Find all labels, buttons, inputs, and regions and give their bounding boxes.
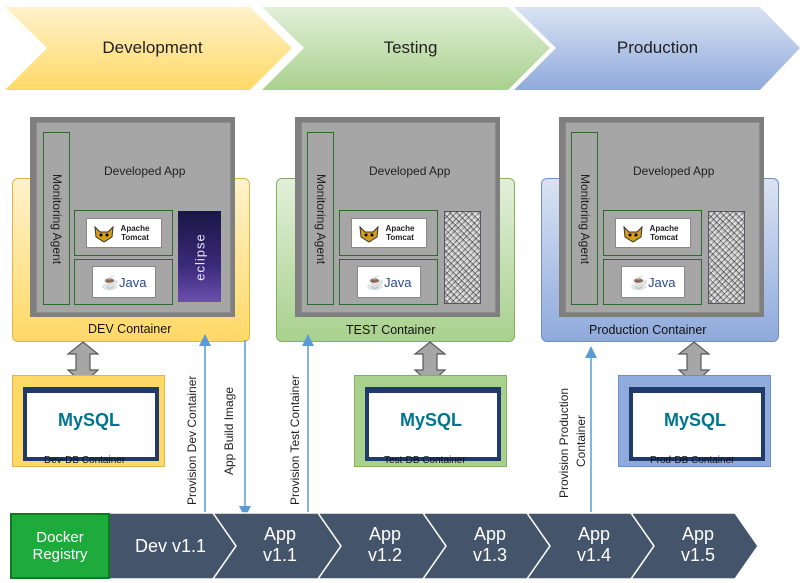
test-java-logo: ☕ Java <box>357 266 421 298</box>
dev-tomcat-logo: Apache Tomcat <box>86 218 162 248</box>
provision-test-label: Provision Test Container <box>288 375 302 505</box>
timeline-seg-v15 <box>629 512 759 580</box>
test-mysql-logo: MySQL <box>372 398 490 442</box>
prod-app-title: Developed App <box>633 164 715 178</box>
prod-db-label: Prod-DB Container <box>650 455 735 466</box>
tomcat-icon <box>623 225 643 243</box>
prod-container-label: Production Container <box>589 323 707 337</box>
dev-java-logo: ☕ Java <box>92 266 156 298</box>
provision-arrows <box>199 334 597 518</box>
stage-development: Development <box>102 38 203 57</box>
stage-chevrons <box>5 7 800 90</box>
prod-tomcat-logo: Apache Tomcat <box>615 218 691 248</box>
prod-monitoring-agent: Monitoring Agent <box>571 132 598 305</box>
dev-container-label: DEV Container <box>88 322 172 336</box>
test-app-title: Developed App <box>369 164 451 178</box>
java-cup-icon: ☕ <box>101 273 119 290</box>
test-noise-block <box>444 211 481 304</box>
provision-prod-label-1: Provision Production <box>557 387 571 498</box>
stage-production: Production <box>616 38 699 57</box>
version-timeline <box>107 512 759 580</box>
prod-noise-block <box>708 211 745 304</box>
test-tomcat-logo: Apache Tomcat <box>351 218 427 248</box>
app-build-label: App Build Image <box>222 386 236 475</box>
java-cup-icon: ☕ <box>630 273 648 290</box>
tomcat-icon <box>359 225 379 243</box>
prod-java-logo: ☕ Java <box>621 266 685 298</box>
provision-dev-label: Provision Dev Container <box>185 375 199 505</box>
chevron-testing <box>262 7 550 90</box>
timeline-label-dev: Dev v1.1 <box>134 536 207 556</box>
eclipse-logo: eclipse <box>178 211 221 302</box>
test-monitoring-agent: Monitoring Agent <box>307 132 334 305</box>
dev-db-label: Dev-DB Container <box>44 455 126 466</box>
dev-mysql-logo: MySQL <box>30 398 148 442</box>
chevron-production <box>514 7 800 90</box>
java-cup-icon: ☕ <box>366 273 384 290</box>
prod-mysql-logo: MySQL <box>636 398 754 442</box>
db-link-arrows <box>66 341 711 385</box>
chevron-development <box>5 7 292 90</box>
dev-monitoring-agent: Monitoring Agent <box>43 132 70 305</box>
test-container-label: TEST Container <box>346 323 436 337</box>
docker-registry: Docker Registry <box>10 513 110 579</box>
dev-app-title: Developed App <box>104 164 186 178</box>
test-db-label: Test-DB Container <box>384 455 466 466</box>
provision-prod-label-2: Container <box>574 414 588 467</box>
tomcat-icon <box>94 225 114 243</box>
stage-testing: Testing <box>383 38 438 57</box>
